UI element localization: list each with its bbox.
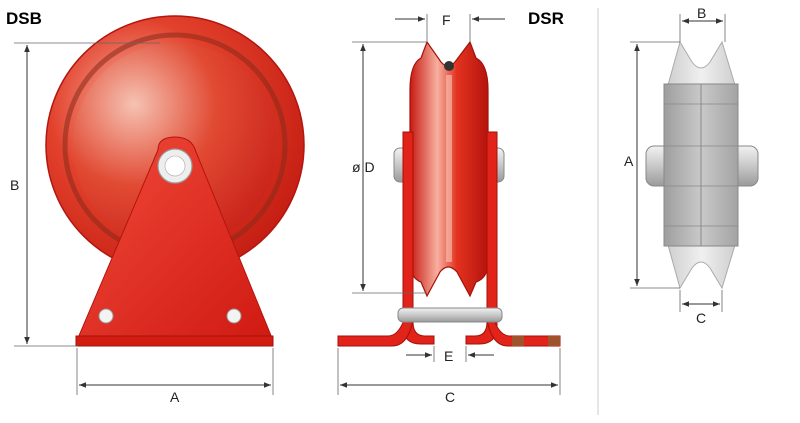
dsb-bracket xyxy=(77,136,273,339)
dsr-base-bolt xyxy=(397,307,503,323)
dsb-mount-hole-right xyxy=(226,308,242,324)
roller-view: B A C xyxy=(624,5,759,326)
dsr-label-d: ø D xyxy=(352,159,375,175)
dsb-mount-hole-left xyxy=(98,308,114,324)
roller-label-b: B xyxy=(697,5,706,21)
dsr-rope xyxy=(444,61,454,71)
dsr-base-pad-right xyxy=(548,336,560,346)
roller-label-a: A xyxy=(624,153,634,169)
dsb-title: DSB xyxy=(6,9,42,28)
roller-label-c: C xyxy=(696,310,706,326)
roller-bottom-groove xyxy=(667,244,736,290)
dsb-label-a: A xyxy=(170,389,180,405)
dsr-label-e: E xyxy=(444,348,453,364)
dsb-base-plate xyxy=(75,335,274,347)
dsr-view: DSR F ø D E xyxy=(337,9,564,405)
dsb-view: DSB B A xyxy=(6,9,305,405)
dsr-label-f: F xyxy=(442,12,451,28)
dsr-base-pad xyxy=(512,336,524,346)
dsr-label-c: C xyxy=(445,389,455,405)
dsr-title: DSR xyxy=(528,9,564,28)
dsb-label-b: B xyxy=(10,177,19,193)
dsr-base-left xyxy=(337,319,414,347)
roller-top-groove xyxy=(667,40,736,86)
